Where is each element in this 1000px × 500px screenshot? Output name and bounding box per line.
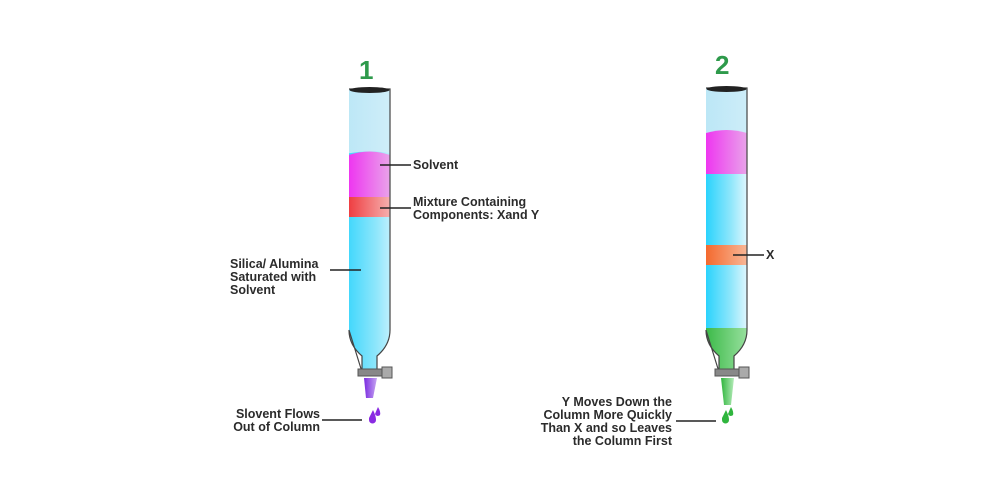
label-mixture: Mixture Containing Components: Xand Y bbox=[413, 195, 540, 222]
outlet-stream bbox=[364, 378, 377, 398]
solvent-band bbox=[349, 151, 390, 197]
mixture-band bbox=[349, 197, 390, 217]
label-outflow: Slovent Flows Out of Column bbox=[233, 407, 320, 434]
label-solvent: Solvent bbox=[413, 158, 459, 172]
column-2 bbox=[676, 86, 764, 424]
label-silica: Silica/ Alumina Saturated with Solvent bbox=[230, 257, 319, 297]
stopcock-icon bbox=[714, 366, 750, 379]
column-1 bbox=[322, 87, 411, 424]
x-band bbox=[706, 245, 747, 265]
label-x: X bbox=[766, 248, 775, 262]
droplets-icon bbox=[369, 407, 381, 424]
panel-1-number: 1 bbox=[359, 55, 374, 85]
droplets-icon bbox=[722, 407, 734, 424]
panel-2-number: 2 bbox=[715, 50, 730, 80]
stopcock-icon bbox=[357, 366, 393, 379]
label-y: Y Moves Down the Column More Quickly Tha… bbox=[540, 395, 672, 448]
